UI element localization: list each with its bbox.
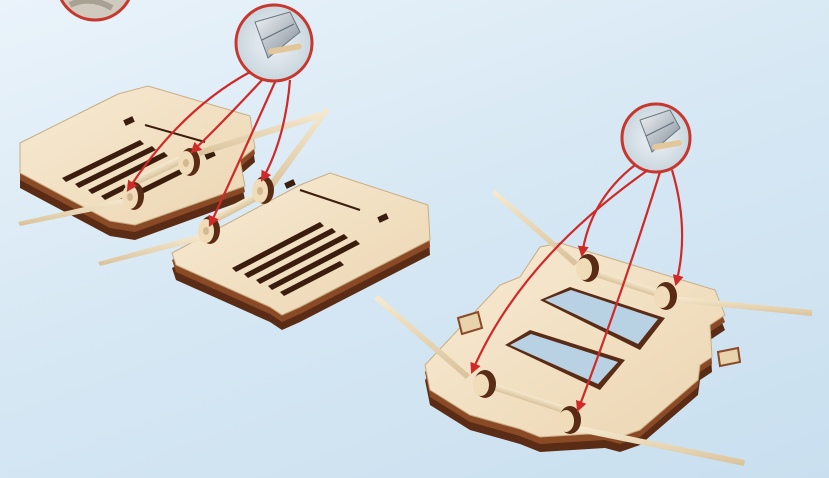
arrow [672,170,682,284]
arrow [582,165,635,255]
partial-callout-topleft [57,0,133,20]
trim-callout-left [236,5,312,81]
spool [198,216,220,244]
side-tab [718,348,740,366]
trim-callout-right [622,104,690,172]
